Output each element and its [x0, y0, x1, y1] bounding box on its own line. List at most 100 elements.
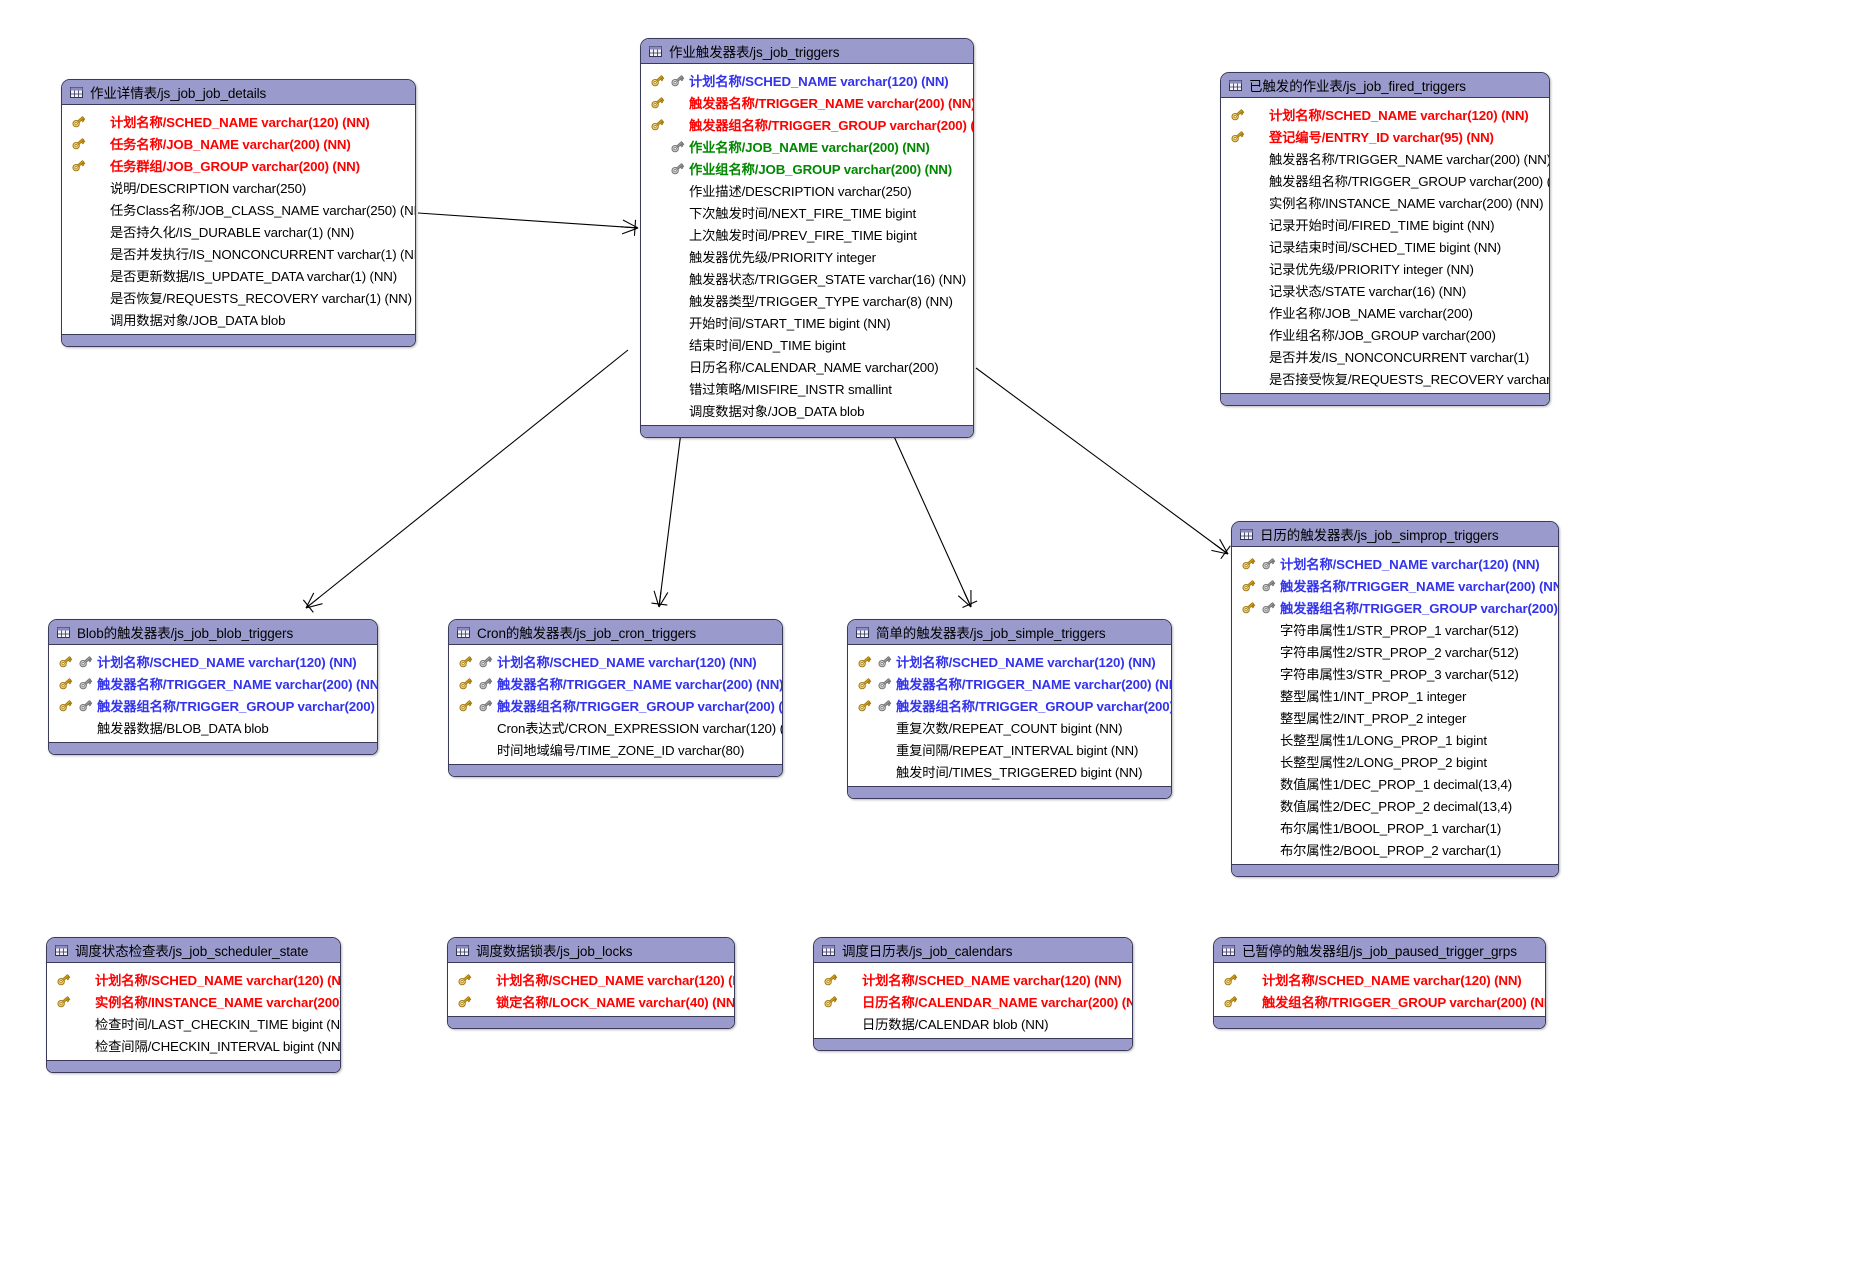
- attribute-row[interactable]: 触发器优先级/PRIORITY integer: [641, 245, 973, 267]
- attribute-row[interactable]: 计划名称/SCHED_NAME varchar(120) (NN): [47, 968, 340, 990]
- attribute-row[interactable]: 触发器组名称/TRIGGER_GROUP varchar(200) (NN): [1221, 169, 1549, 191]
- attribute-row[interactable]: 计划名称/SCHED_NAME varchar(120) (NN): [49, 650, 377, 672]
- entity-job_triggers[interactable]: 作业触发器表/js_job_triggers 计划名称/SCHED_NAME va…: [640, 38, 974, 438]
- entity-simprop_triggers[interactable]: 日历的触发器表/js_job_simprop_triggers 计划名称/SCHE…: [1231, 521, 1559, 877]
- entity-scheduler_state[interactable]: 调度状态检查表/js_job_scheduler_state 计划名称/SCHED…: [46, 937, 341, 1073]
- attribute-row[interactable]: 整型属性1/INT_PROP_1 integer: [1232, 684, 1558, 706]
- attribute-row[interactable]: 数值属性1/DEC_PROP_1 decimal(13,4): [1232, 772, 1558, 794]
- attribute-row[interactable]: 作业组名称/JOB_GROUP varchar(200): [1221, 323, 1549, 345]
- entity-header-simprop_triggers[interactable]: 日历的触发器表/js_job_simprop_triggers: [1232, 522, 1558, 547]
- entity-header-locks[interactable]: 调度数据锁表/js_job_locks: [448, 938, 734, 963]
- entity-header-job_details[interactable]: 作业详情表/js_job_job_details: [62, 80, 415, 105]
- attribute-row[interactable]: 说明/DESCRIPTION varchar(250): [62, 176, 415, 198]
- attribute-row[interactable]: 是否并发/IS_NONCONCURRENT varchar(1): [1221, 345, 1549, 367]
- attribute-row[interactable]: 触发器名称/TRIGGER_NAME varchar(200) (NN): [641, 91, 973, 113]
- attribute-row[interactable]: 字符串属性1/STR_PROP_1 varchar(512): [1232, 618, 1558, 640]
- attribute-row[interactable]: 计划名称/SCHED_NAME varchar(120) (NN): [1214, 968, 1545, 990]
- attribute-row[interactable]: 触发器组名称/TRIGGER_GROUP varchar(200) (NN): [49, 694, 377, 716]
- attribute-row[interactable]: 开始时间/START_TIME bigint (NN): [641, 311, 973, 333]
- attribute-row[interactable]: 触发器名称/TRIGGER_NAME varchar(200) (NN): [49, 672, 377, 694]
- entity-header-job_triggers[interactable]: 作业触发器表/js_job_triggers: [641, 39, 973, 64]
- attribute-row[interactable]: 任务群组/JOB_GROUP varchar(200) (NN): [62, 154, 415, 176]
- attribute-row[interactable]: 触发器数据/BLOB_DATA blob: [49, 716, 377, 738]
- entity-paused_trigger_grps[interactable]: 已暂停的触发器组/js_job_paused_trigger_grps 计划名称/…: [1213, 937, 1546, 1029]
- attribute-row[interactable]: 计划名称/SCHED_NAME varchar(120) (NN): [848, 650, 1171, 672]
- attribute-row[interactable]: 上次触发时间/PREV_FIRE_TIME bigint: [641, 223, 973, 245]
- entity-simple_triggers[interactable]: 简单的触发器表/js_job_simple_triggers 计划名称/SCHED…: [847, 619, 1172, 799]
- attribute-row[interactable]: 计划名称/SCHED_NAME varchar(120) (NN): [448, 968, 734, 990]
- attribute-row[interactable]: 结束时间/END_TIME bigint: [641, 333, 973, 355]
- attribute-row[interactable]: 计划名称/SCHED_NAME varchar(120) (NN): [1221, 103, 1549, 125]
- entity-header-cron_triggers[interactable]: Cron的触发器表/js_job_cron_triggers: [449, 620, 782, 645]
- attribute-row[interactable]: 任务名称/JOB_NAME varchar(200) (NN): [62, 132, 415, 154]
- attribute-row[interactable]: 任务Class名称/JOB_CLASS_NAME varchar(250) (N…: [62, 198, 415, 220]
- attribute-row[interactable]: 下次触发时间/NEXT_FIRE_TIME bigint: [641, 201, 973, 223]
- attribute-row[interactable]: 重复次数/REPEAT_COUNT bigint (NN): [848, 716, 1171, 738]
- attribute-row[interactable]: 登记编号/ENTRY_ID varchar(95) (NN): [1221, 125, 1549, 147]
- attribute-row[interactable]: 触发器名称/TRIGGER_NAME varchar(200) (NN): [1221, 147, 1549, 169]
- attribute-row[interactable]: 是否并发执行/IS_NONCONCURRENT varchar(1) (NN): [62, 242, 415, 264]
- attribute-row[interactable]: 长整型属性2/LONG_PROP_2 bigint: [1232, 750, 1558, 772]
- attribute-row[interactable]: 检查时间/LAST_CHECKIN_TIME bigint (NN): [47, 1012, 340, 1034]
- attribute-row[interactable]: 整型属性2/INT_PROP_2 integer: [1232, 706, 1558, 728]
- attribute-row[interactable]: 计划名称/SCHED_NAME varchar(120) (NN): [62, 110, 415, 132]
- attribute-row[interactable]: 计划名称/SCHED_NAME varchar(120) (NN): [1232, 552, 1558, 574]
- attribute-row[interactable]: 实例名称/INSTANCE_NAME varchar(200) (NN): [47, 990, 340, 1012]
- attribute-row[interactable]: 记录开始时间/FIRED_TIME bigint (NN): [1221, 213, 1549, 235]
- attribute-row[interactable]: 是否接受恢复/REQUESTS_RECOVERY varchar(1): [1221, 367, 1549, 389]
- entity-blob_triggers[interactable]: Blob的触发器表/js_job_blob_triggers 计划名称/SCHED…: [48, 619, 378, 755]
- attribute-row[interactable]: 布尔属性1/BOOL_PROP_1 varchar(1): [1232, 816, 1558, 838]
- attribute-row[interactable]: 日历名称/CALENDAR_NAME varchar(200) (NN): [814, 990, 1132, 1012]
- attribute-row[interactable]: 布尔属性2/BOOL_PROP_2 varchar(1): [1232, 838, 1558, 860]
- attribute-row[interactable]: 计划名称/SCHED_NAME varchar(120) (NN): [641, 69, 973, 91]
- entity-job_details[interactable]: 作业详情表/js_job_job_details 计划名称/SCHED_NAME …: [61, 79, 416, 347]
- attribute-row[interactable]: 触发组名称/TRIGGER_GROUP varchar(200) (NN): [1214, 990, 1545, 1012]
- entity-header-simple_triggers[interactable]: 简单的触发器表/js_job_simple_triggers: [848, 620, 1171, 645]
- attribute-row[interactable]: 触发器状态/TRIGGER_STATE varchar(16) (NN): [641, 267, 973, 289]
- attribute-row[interactable]: 日历名称/CALENDAR_NAME varchar(200): [641, 355, 973, 377]
- attribute-row[interactable]: 触发器组名称/TRIGGER_GROUP varchar(200) (NN): [449, 694, 782, 716]
- attribute-row[interactable]: 调用数据对象/JOB_DATA blob: [62, 308, 415, 330]
- attribute-row[interactable]: 时间地域编号/TIME_ZONE_ID varchar(80): [449, 738, 782, 760]
- attribute-row[interactable]: 字符串属性2/STR_PROP_2 varchar(512): [1232, 640, 1558, 662]
- attribute-row[interactable]: 触发器组名称/TRIGGER_GROUP varchar(200) (NN): [1232, 596, 1558, 618]
- attribute-row[interactable]: 作业组名称/JOB_GROUP varchar(200) (NN): [641, 157, 973, 179]
- attribute-row[interactable]: 错过策略/MISFIRE_INSTR smallint: [641, 377, 973, 399]
- attribute-row[interactable]: 记录优先级/PRIORITY integer (NN): [1221, 257, 1549, 279]
- attribute-row[interactable]: 数值属性2/DEC_PROP_2 decimal(13,4): [1232, 794, 1558, 816]
- attribute-row[interactable]: 作业描述/DESCRIPTION varchar(250): [641, 179, 973, 201]
- attribute-row[interactable]: 触发器名称/TRIGGER_NAME varchar(200) (NN): [449, 672, 782, 694]
- attribute-row[interactable]: 是否持久化/IS_DURABLE varchar(1) (NN): [62, 220, 415, 242]
- attribute-row[interactable]: 作业名称/JOB_NAME varchar(200) (NN): [641, 135, 973, 157]
- attribute-row[interactable]: 计划名称/SCHED_NAME varchar(120) (NN): [814, 968, 1132, 990]
- attribute-row[interactable]: 触发器组名称/TRIGGER_GROUP varchar(200) (NN): [848, 694, 1171, 716]
- attribute-row[interactable]: 作业名称/JOB_NAME varchar(200): [1221, 301, 1549, 323]
- entity-locks[interactable]: 调度数据锁表/js_job_locks 计划名称/SCHED_NAME varch…: [447, 937, 735, 1029]
- attribute-row[interactable]: 记录结束时间/SCHED_TIME bigint (NN): [1221, 235, 1549, 257]
- attribute-row[interactable]: 触发器名称/TRIGGER_NAME varchar(200) (NN): [1232, 574, 1558, 596]
- attribute-row[interactable]: 调度数据对象/JOB_DATA blob: [641, 399, 973, 421]
- attribute-row[interactable]: 触发器组名称/TRIGGER_GROUP varchar(200) (NN): [641, 113, 973, 135]
- attribute-row[interactable]: 检查间隔/CHECKIN_INTERVAL bigint (NN): [47, 1034, 340, 1056]
- attribute-row[interactable]: Cron表达式/CRON_EXPRESSION varchar(120) (NN…: [449, 716, 782, 738]
- entity-header-paused_trigger_grps[interactable]: 已暂停的触发器组/js_job_paused_trigger_grps: [1214, 938, 1545, 963]
- attribute-row[interactable]: 日历数据/CALENDAR blob (NN): [814, 1012, 1132, 1034]
- attribute-row[interactable]: 是否更新数据/IS_UPDATE_DATA varchar(1) (NN): [62, 264, 415, 286]
- entity-cron_triggers[interactable]: Cron的触发器表/js_job_cron_triggers 计划名称/SCHED…: [448, 619, 783, 777]
- attribute-row[interactable]: 触发器类型/TRIGGER_TYPE varchar(8) (NN): [641, 289, 973, 311]
- attribute-row[interactable]: 计划名称/SCHED_NAME varchar(120) (NN): [449, 650, 782, 672]
- entity-header-blob_triggers[interactable]: Blob的触发器表/js_job_blob_triggers: [49, 620, 377, 645]
- attribute-row[interactable]: 锁定名称/LOCK_NAME varchar(40) (NN): [448, 990, 734, 1012]
- attribute-row[interactable]: 字符串属性3/STR_PROP_3 varchar(512): [1232, 662, 1558, 684]
- entity-header-calendars[interactable]: 调度日历表/js_job_calendars: [814, 938, 1132, 963]
- entity-fired_triggers[interactable]: 已触发的作业表/js_job_fired_triggers 计划名称/SCHED_…: [1220, 72, 1550, 406]
- attribute-row[interactable]: 触发时间/TIMES_TRIGGERED bigint (NN): [848, 760, 1171, 782]
- attribute-row[interactable]: 长整型属性1/LONG_PROP_1 bigint: [1232, 728, 1558, 750]
- entity-calendars[interactable]: 调度日历表/js_job_calendars 计划名称/SCHED_NAME va…: [813, 937, 1133, 1051]
- attribute-row[interactable]: 重复间隔/REPEAT_INTERVAL bigint (NN): [848, 738, 1171, 760]
- entity-header-scheduler_state[interactable]: 调度状态检查表/js_job_scheduler_state: [47, 938, 340, 963]
- attribute-row[interactable]: 记录状态/STATE varchar(16) (NN): [1221, 279, 1549, 301]
- attribute-row[interactable]: 实例名称/INSTANCE_NAME varchar(200) (NN): [1221, 191, 1549, 213]
- entity-header-fired_triggers[interactable]: 已触发的作业表/js_job_fired_triggers: [1221, 73, 1549, 98]
- attribute-row[interactable]: 触发器名称/TRIGGER_NAME varchar(200) (NN): [848, 672, 1171, 694]
